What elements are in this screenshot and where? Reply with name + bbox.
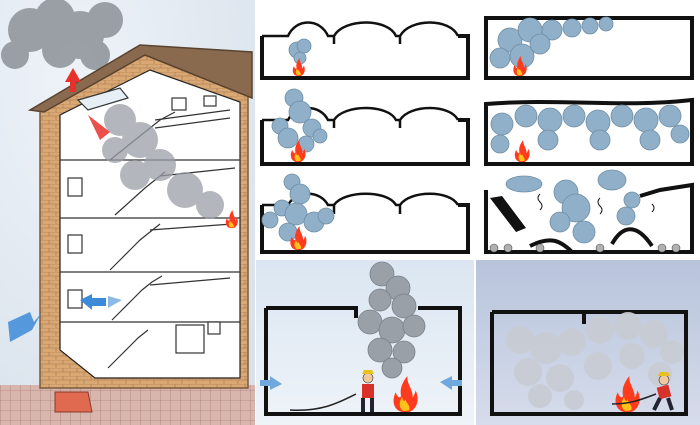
firefighter-icon	[652, 372, 674, 411]
firefighter-ventilation-panel	[256, 260, 474, 425]
firefighter-icon	[361, 370, 374, 412]
smoke-cloud-icon	[489, 16, 614, 69]
section-smoke-rising	[260, 88, 470, 166]
smoke-cloud-icon	[505, 169, 641, 244]
airflow-arrow-icon	[65, 68, 110, 140]
airflow-arrow-icon	[8, 294, 122, 342]
hose-icon	[611, 393, 657, 405]
smoke-cloud-icon	[1, 0, 123, 70]
airflow-arrow-icon	[260, 376, 462, 390]
smoke-cloud-icon	[357, 261, 426, 379]
smoke-filled-room-panel	[476, 260, 700, 425]
smoke-cloud-icon	[490, 104, 690, 154]
room-smoke-filled	[484, 97, 694, 166]
right-column-sections	[476, 0, 700, 258]
section-early-stage	[260, 21, 470, 80]
smoke-cloud-icon	[261, 173, 335, 242]
smoke-cloud-icon	[271, 88, 328, 153]
middle-column-sections	[256, 0, 474, 258]
building-cutaway	[0, 0, 255, 425]
smoke-cloud-icon	[288, 38, 312, 65]
room-smoke-ceiling	[484, 16, 694, 80]
smoke-cloud-icon	[506, 312, 684, 410]
room-collapse	[484, 169, 694, 254]
hose-icon	[289, 393, 357, 411]
section-smoke-spreading	[260, 173, 470, 254]
